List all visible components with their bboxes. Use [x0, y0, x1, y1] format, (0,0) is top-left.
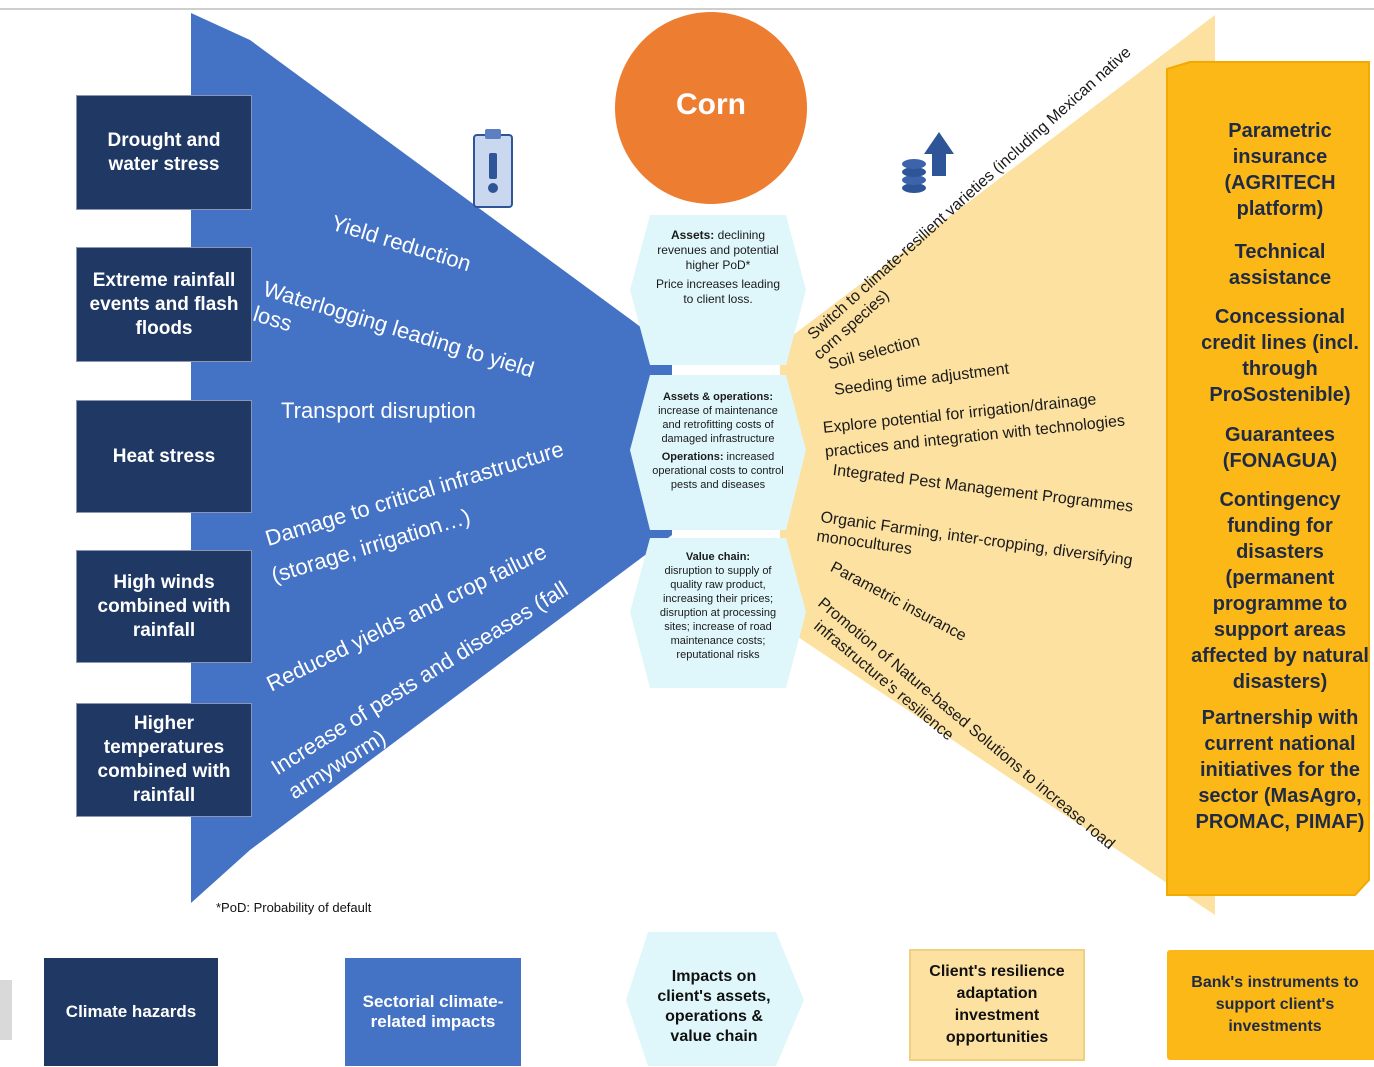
legend-client-impacts: Impacts on client's assets, operations &… [657, 968, 771, 1045]
edge-tab [0, 980, 12, 1040]
legend-resilience-line-1: Client's resilience adaptation [929, 963, 1065, 1002]
operations-heading: Assets & operations: [662, 391, 774, 403]
bank-parametric: Parametric insurance (AGRITECH platform) [1224, 120, 1336, 220]
assets-heading: Assets: [670, 228, 715, 242]
adaptation-funnel [780, 15, 1215, 915]
coins-arrow-up-icon [902, 132, 954, 193]
legend-climate-hazards: Climate hazards [44, 958, 218, 1066]
legend-client-resilience: Client's resilience adaptation investmen… [909, 949, 1085, 1061]
corn-circle [615, 12, 807, 204]
hex-assets-text: Assets: declining revenues and potential… [652, 228, 784, 307]
hazard-winds: High winds combined with rainfall [76, 550, 252, 663]
hazard-heat: Heat stress [76, 400, 252, 513]
operations-block-2: Operations: increased operational costs … [650, 450, 786, 492]
legend-hex [626, 932, 804, 1066]
clipboard-alert-icon [473, 129, 513, 208]
hex-value-chain [630, 538, 806, 688]
value-text: disruption to supply of quality raw prod… [659, 565, 777, 661]
assets-text-2: Price increases leading to client loss. [655, 277, 781, 306]
impact-transport: Transport disruption [281, 398, 476, 423]
hazard-drought: Drought and water stress [76, 95, 252, 210]
bank-panel [1166, 61, 1370, 896]
assets-text: declining revenues and potential higher … [657, 228, 779, 272]
hex-operations-text: Assets & operations: increase of mainten… [650, 390, 786, 492]
bank-partnership: Partnership with current national initia… [1195, 707, 1365, 833]
operations-text-2: increased operational costs to control p… [652, 451, 784, 491]
hex-assets [630, 215, 806, 365]
bank-credit: Concessional credit lines (incl. through… [1201, 306, 1359, 406]
operations-heading-2: Operations: [661, 451, 724, 463]
hazard-temperatures: Higher temperatures combined with rainfa… [76, 703, 252, 817]
bank-guarantees: Guarantees (FONAGUA) [1222, 424, 1338, 472]
corn-label: Corn [676, 88, 746, 121]
operations-text: increase of maintenance and retrofitting… [658, 405, 778, 445]
bank-contingency: Contingency funding for disasters (perma… [1191, 489, 1369, 693]
legend-resilience-line-2: investment opportunities [945, 1007, 1049, 1046]
hex-value-chain-text: Value chain: disruption to supply of qua… [650, 550, 786, 662]
legend-bank-instruments: Bank's instruments to support client's i… [1167, 950, 1374, 1060]
hex-operations [630, 375, 806, 530]
legend-sectorial-impacts: Sectorial climate-related impacts [345, 958, 521, 1066]
footnote: *PoD: Probability of default [216, 900, 372, 915]
value-heading: Value chain: [685, 551, 751, 563]
hazard-rainfall: Extreme rainfall events and flash floods [76, 247, 252, 362]
bank-technical: Technical assistance [1228, 241, 1332, 289]
impacts-funnel [191, 13, 672, 903]
